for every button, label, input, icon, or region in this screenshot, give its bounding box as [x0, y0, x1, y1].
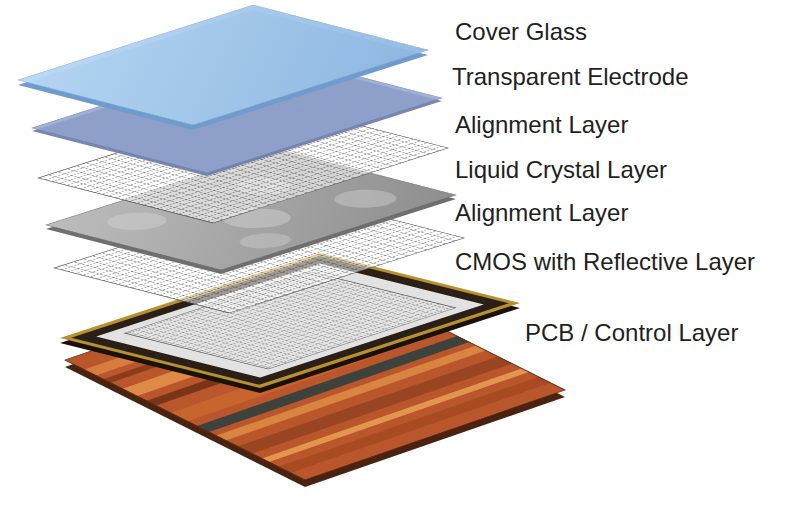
- layer-label: PCB / Control Layer: [525, 319, 738, 347]
- layer-label: Alignment Layer: [455, 199, 628, 227]
- layer-label: Cover Glass: [455, 18, 587, 46]
- layer-label: CMOS with Reflective Layer: [455, 248, 755, 276]
- layer-label: Alignment Layer: [455, 111, 628, 139]
- layer-label: Liquid Crystal Layer: [455, 156, 667, 184]
- layer-label: Transparent Electrode: [452, 63, 689, 91]
- cover-glass: [18, 5, 428, 130]
